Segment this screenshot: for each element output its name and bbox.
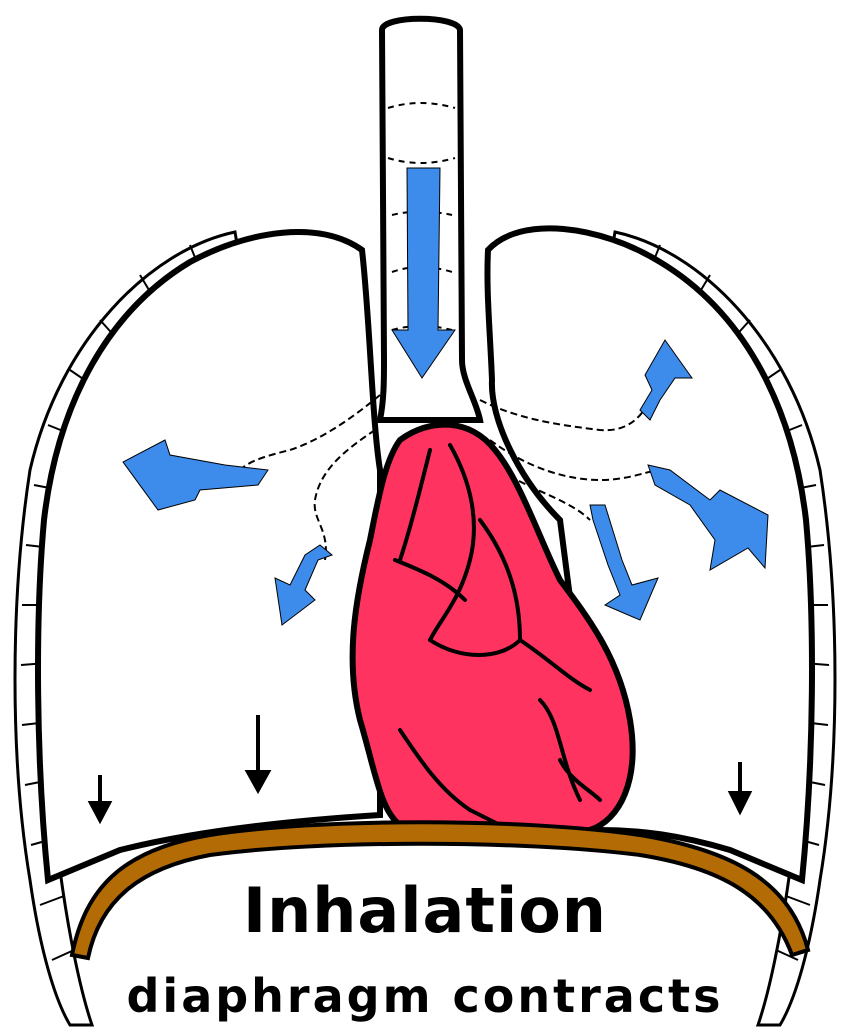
diagram-title: Inhalation (0, 876, 850, 946)
diagram-subtitle: diaphragm contracts (0, 968, 850, 1024)
